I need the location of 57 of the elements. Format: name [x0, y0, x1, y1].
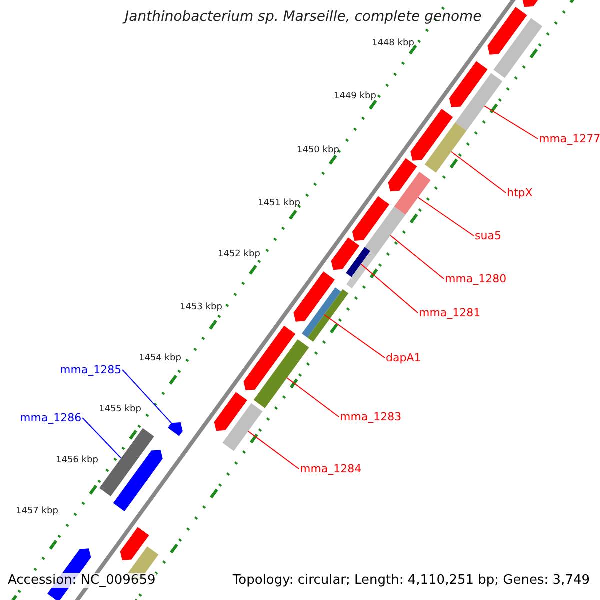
gene-label: sua5 [475, 230, 502, 242]
scale-label: 1449 kbp [334, 92, 376, 102]
leader-line [286, 378, 340, 418]
scale-label: 1451 kbp [258, 198, 300, 210]
scale-label: 1448 kbp [372, 38, 414, 50]
gene-segment [346, 247, 371, 278]
scale-label: 1450 kbp [297, 146, 340, 156]
gene-label: mma_1285 [60, 364, 122, 376]
gene-segment [214, 392, 248, 432]
gene-segment [113, 450, 163, 512]
gene-label: mma_1286 [20, 412, 82, 424]
genome-summary-text: Topology: circular; Length: 4,110,251 bp; Genes: 3,749 [232, 573, 590, 588]
leader-line [418, 197, 474, 236]
scale-label: 1453 kbp [180, 302, 222, 314]
gene-segment [244, 326, 296, 391]
scale-label: 1456 kbp [56, 456, 98, 466]
gene-label: htpX [507, 186, 533, 200]
leader-line [122, 370, 172, 424]
gene-segment [120, 527, 150, 561]
gene-segment [394, 172, 431, 215]
gene-segment [222, 403, 263, 452]
gene-label: mma_1284 [300, 462, 362, 476]
gene-segment [302, 288, 342, 338]
gene-segment [424, 122, 467, 173]
gene-segment [308, 289, 349, 342]
leader-line [248, 430, 300, 470]
gene-segment [410, 109, 454, 161]
gene-label: mma_1277 [539, 132, 600, 146]
scale-label: 1457 kbp [16, 506, 58, 518]
gene-label: dapA1 [386, 352, 422, 364]
accession-text: Accession: NC_009659 [8, 573, 156, 588]
leader-line [324, 314, 386, 358]
gene-segment [488, 7, 528, 55]
gene-label: mma_1281 [419, 306, 481, 320]
gene-segment [331, 238, 360, 270]
leader-line [484, 106, 538, 140]
gene-segment [352, 196, 390, 241]
scale-label: 1454 kbp [139, 354, 182, 364]
gene-segment [168, 422, 183, 436]
leader-line [390, 235, 444, 280]
gene-segment [346, 251, 376, 289]
gene-segment [494, 18, 543, 78]
leader-line [450, 151, 506, 194]
leader-line [82, 418, 122, 459]
gene-segment [364, 206, 406, 256]
gene-segment [455, 73, 503, 131]
gene-segment [100, 428, 154, 497]
leader-line [360, 264, 418, 314]
scale-label: 1455 kbp [99, 404, 142, 416]
gene-label: mma_1280 [445, 272, 507, 286]
gene-segment [254, 339, 310, 408]
gene-segment [449, 61, 488, 108]
gene-segment [388, 158, 418, 192]
gene-segment [294, 272, 335, 322]
gene-label: mma_1283 [340, 410, 402, 424]
title: Janthinobacterium sp. Marseille, complete genome [125, 9, 482, 25]
scale-label: 1452 kbp [218, 250, 260, 260]
